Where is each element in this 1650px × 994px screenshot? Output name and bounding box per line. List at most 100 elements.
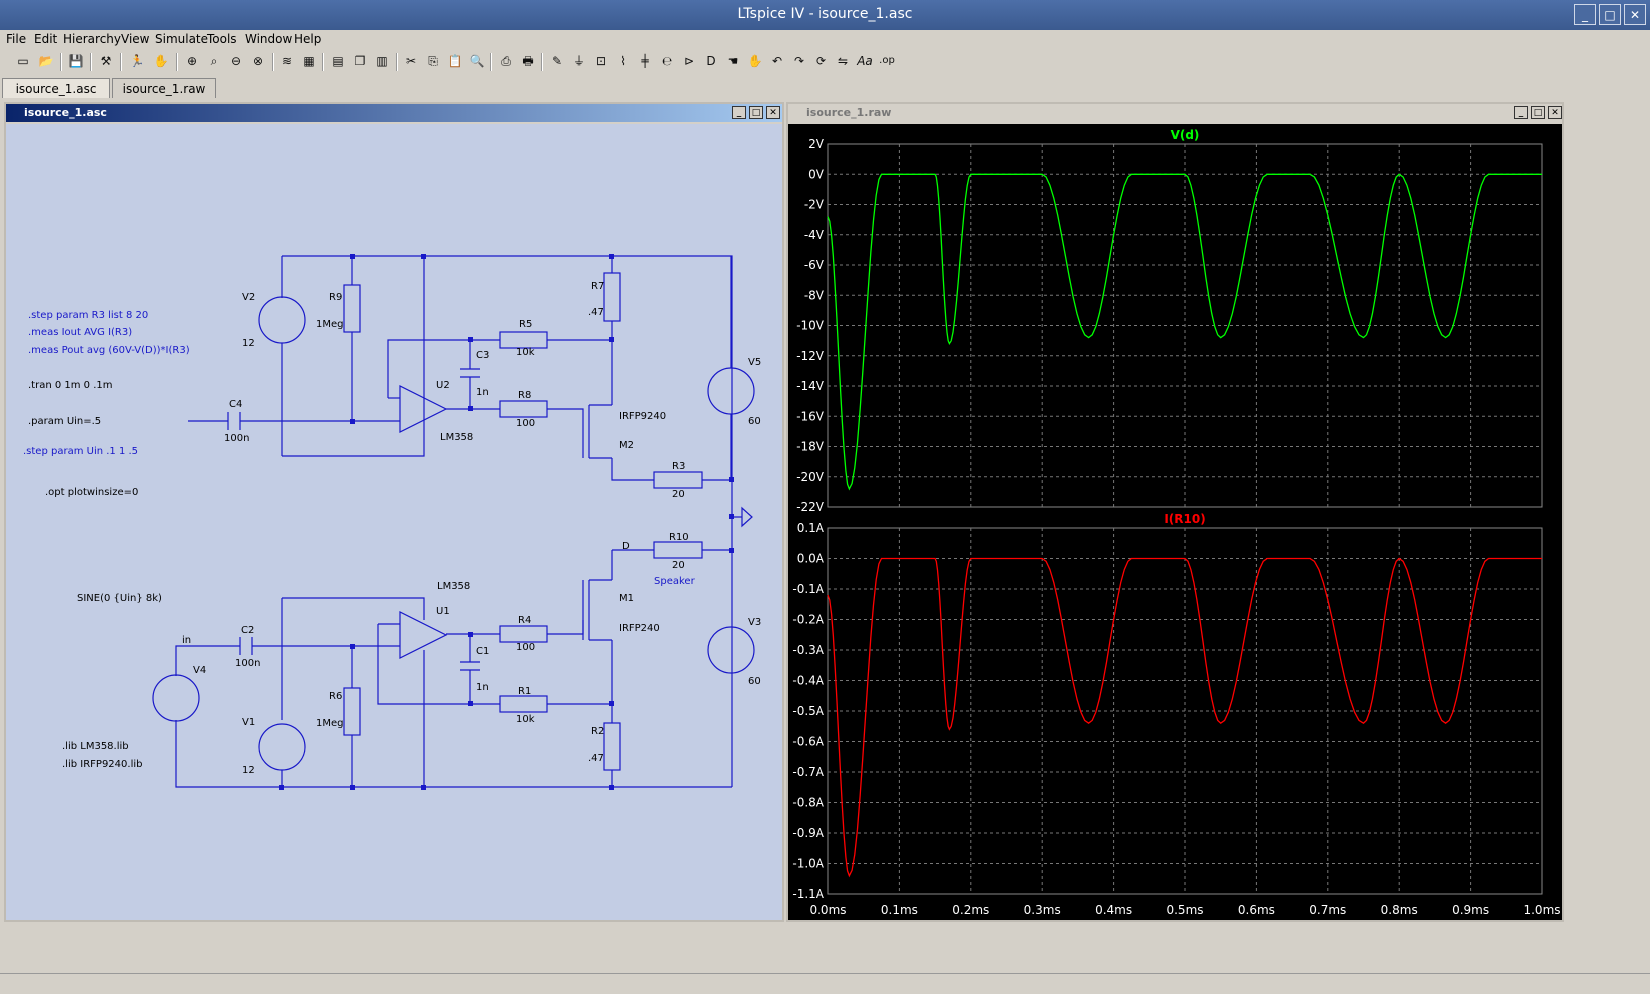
- cascade-icon[interactable]: ❐: [354, 54, 366, 68]
- tile-vertical-icon[interactable]: ▥: [376, 54, 388, 68]
- menu-edit[interactable]: Edit: [34, 32, 58, 46]
- mirror-icon[interactable]: ⇋: [837, 54, 849, 68]
- x-tick-label: 0.6ms: [1238, 903, 1275, 917]
- schematic-window-titlebar: isource_1.asc _ □ ✕: [6, 104, 782, 122]
- directive-lib-lm358[interactable]: .lib LM358.lib: [62, 741, 129, 752]
- zoom-in-icon[interactable]: ⊕: [186, 54, 198, 68]
- open-icon[interactable]: 📂: [38, 54, 54, 68]
- print-icon[interactable]: 🖶: [522, 54, 534, 68]
- waveform-minimize-button[interactable]: _: [1514, 106, 1528, 119]
- capacitor-icon[interactable]: ╪: [641, 54, 649, 68]
- undo-icon[interactable]: ↶: [771, 54, 783, 68]
- new-schematic-icon[interactable]: ▭: [17, 54, 29, 68]
- directive-param-uin[interactable]: .param Uin=.5: [28, 416, 101, 427]
- directive-meas-iout[interactable]: .meas Iout AVG I(R3): [28, 327, 132, 338]
- resistor-icon[interactable]: ⌇: [620, 54, 626, 68]
- spice-directive-icon[interactable]: .op: [879, 55, 895, 66]
- y-tick-label-ir10: -0.6A: [792, 735, 824, 749]
- y-tick-label-vd: 2V: [808, 137, 825, 151]
- trace-title-ir10: I(R10): [1164, 512, 1205, 526]
- y-tick-label-vd: -6V: [804, 258, 825, 272]
- maximize-button[interactable]: □: [1599, 4, 1621, 25]
- label-c4: C4: [229, 399, 242, 410]
- component-icon[interactable]: D: [706, 54, 716, 68]
- y-tick-label-vd: -18V: [796, 440, 825, 454]
- autorange-icon[interactable]: ≋: [281, 54, 293, 68]
- tile-horizontal-icon[interactable]: ▤: [332, 54, 344, 68]
- tab-isource-asc[interactable]: isource_1.asc: [2, 78, 110, 98]
- schematic-close-button[interactable]: ✕: [766, 106, 780, 119]
- paste-icon[interactable]: 📋: [447, 54, 463, 68]
- toolbar: ▭ 📂 💾 ⚒ 🏃 ✋ ⊕ ⌕ ⊖ ⊗ ≋ ▦ ▤ ❐ ▥ ✂ ⎘ 📋 🔍 ⎙ …: [0, 50, 1650, 76]
- copy-icon[interactable]: ⎘: [428, 54, 438, 68]
- run-icon[interactable]: 🏃: [129, 54, 145, 68]
- menu-hierarchy[interactable]: Hierarchy: [63, 32, 122, 46]
- label-c3: C3: [476, 350, 489, 361]
- redo-icon[interactable]: ↷: [793, 54, 805, 68]
- directive-tran[interactable]: .tran 0 1m 0 .1m: [28, 380, 113, 391]
- y-tick-label-vd: -14V: [796, 379, 825, 393]
- y-tick-label-vd: -22V: [796, 500, 825, 514]
- label-r9-value: 1Meg: [316, 319, 344, 330]
- y-tick-label-ir10: -0.4A: [792, 674, 824, 688]
- label-speaker: Speaker: [654, 576, 696, 587]
- grid-icon[interactable]: ▦: [303, 54, 315, 68]
- y-tick-label-vd: -20V: [796, 470, 825, 484]
- rotate-icon[interactable]: ⟳: [815, 54, 827, 68]
- label-net-icon[interactable]: ⊡: [595, 54, 607, 68]
- cut-icon[interactable]: ✂: [405, 54, 417, 68]
- menu-file[interactable]: File: [6, 32, 27, 46]
- y-tick-label-ir10: -0.2A: [792, 613, 824, 627]
- directive-step-r3[interactable]: .step param R3 list 8 20: [28, 310, 148, 321]
- menu-simulate[interactable]: Simulate: [155, 32, 209, 46]
- minimize-button[interactable]: _: [1574, 4, 1596, 25]
- directive-opt[interactable]: .opt plotwinsize=0: [45, 487, 138, 498]
- drag-icon[interactable]: ✋: [747, 54, 763, 68]
- tab-isource-raw[interactable]: isource_1.raw: [112, 78, 216, 98]
- label-r10: R10: [669, 532, 689, 543]
- label-r9: R9: [329, 292, 342, 303]
- directive-step-uin[interactable]: .step param Uin .1 1 .5: [23, 446, 138, 457]
- directive-lib-irfp9240[interactable]: .lib IRFP9240.lib: [62, 759, 142, 770]
- menu-view[interactable]: View: [121, 32, 150, 46]
- label-r2: R2: [591, 726, 604, 737]
- source-value-sine[interactable]: SINE(0 {Uin} 8k): [77, 593, 162, 604]
- label-r7-value: .47: [588, 307, 604, 318]
- menu-window[interactable]: Window: [245, 32, 293, 46]
- label-v5: V5: [748, 357, 761, 368]
- menu-help[interactable]: Help: [294, 32, 322, 46]
- find-icon[interactable]: 🔍: [469, 54, 485, 68]
- schematic-canvas[interactable]: .step param R3 list 8 20 .meas Iout AVG …: [6, 124, 782, 920]
- waveform-plot[interactable]: 2V0V-2V-4V-6V-8V-10V-12V-14V-16V-18V-20V…: [788, 124, 1562, 920]
- menu-tools[interactable]: Tools: [207, 32, 237, 46]
- document-tabs: isource_1.asc isource_1.raw: [0, 76, 1650, 100]
- diode-icon[interactable]: ⊳: [683, 54, 695, 68]
- print-setup-icon[interactable]: ⎙: [501, 54, 511, 68]
- inductor-icon[interactable]: ℮: [661, 54, 673, 68]
- schematic-maximize-button[interactable]: □: [749, 106, 763, 119]
- x-tick-label: 0.4ms: [1095, 903, 1132, 917]
- waveform-maximize-button[interactable]: □: [1531, 106, 1545, 119]
- zoom-out-icon[interactable]: ⊖: [230, 54, 242, 68]
- label-c1-value: 1n: [476, 682, 489, 693]
- wire-icon[interactable]: ✎: [551, 54, 563, 68]
- ground-icon[interactable]: ⏚: [572, 54, 585, 68]
- halt-icon[interactable]: ✋: [153, 54, 169, 68]
- waveform-close-button[interactable]: ✕: [1548, 106, 1562, 119]
- x-tick-label: 0.3ms: [1024, 903, 1061, 917]
- schematic-minimize-button[interactable]: _: [732, 106, 746, 119]
- save-icon[interactable]: 💾: [68, 54, 84, 68]
- control-panel-icon[interactable]: ⚒: [100, 54, 112, 68]
- zoom-area-icon[interactable]: ⌕: [210, 54, 218, 68]
- move-icon[interactable]: ☚: [727, 54, 739, 68]
- zoom-fit-icon[interactable]: ⊗: [252, 54, 264, 68]
- label-r3-value: 20: [672, 489, 685, 500]
- text-icon[interactable]: Aa: [857, 54, 873, 68]
- label-r2-value: .47: [588, 753, 604, 764]
- label-v5-value: 60: [748, 416, 761, 427]
- y-tick-label-vd: -4V: [804, 228, 825, 242]
- close-button[interactable]: ✕: [1624, 4, 1646, 25]
- directive-meas-pout[interactable]: .meas Pout avg (60V-V(D))*I(R3): [28, 345, 190, 356]
- label-r6-value: 1Meg: [316, 718, 344, 729]
- label-r7: R7: [591, 281, 604, 292]
